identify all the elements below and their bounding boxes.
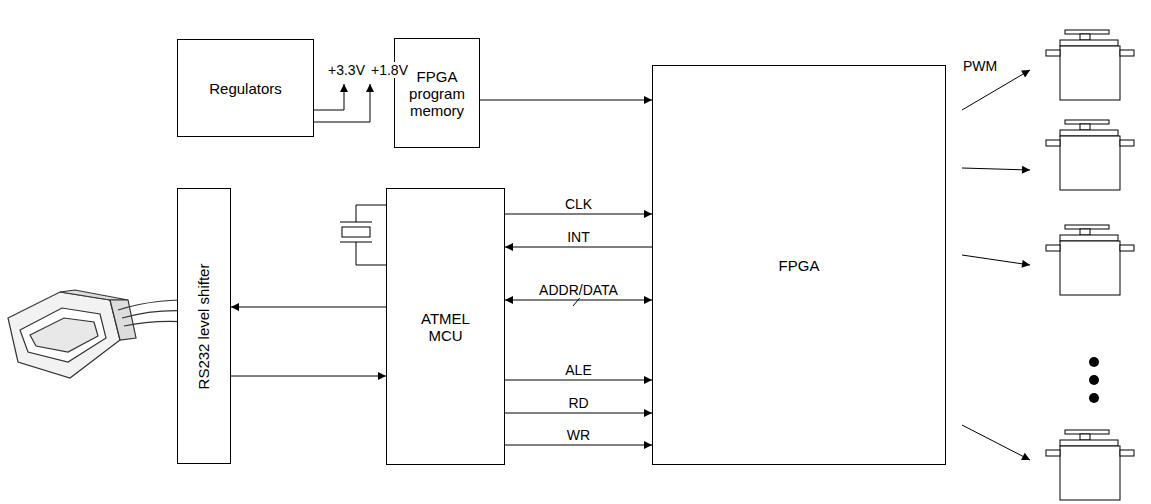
servo-motor <box>1046 120 1134 190</box>
level-shifter-box: RS232 level shifter <box>177 188 231 464</box>
node-label: FPGA program memory <box>402 68 472 119</box>
voltage-label: +3.3V <box>327 62 366 78</box>
signal-label: ALE <box>564 362 592 378</box>
connector <box>480 100 652 101</box>
bus-signal <box>505 380 652 381</box>
db9-connector <box>8 290 190 378</box>
supply-lead <box>314 84 344 110</box>
node-label: Regulators <box>209 80 282 97</box>
bus-signal <box>505 214 652 215</box>
signal-label: RD <box>567 395 589 411</box>
regulator-box: Regulators <box>177 39 314 137</box>
signal-label: PWM <box>962 58 998 74</box>
fpga-box: FPGA <box>652 65 946 465</box>
bus-signal <box>505 445 652 446</box>
pwm-arrow <box>962 70 1030 460</box>
bus-signal <box>505 247 652 248</box>
node-label: FPGA <box>779 257 820 274</box>
node-label: RS232 level shifter <box>196 263 213 389</box>
node-label: ATMEL MCU <box>416 310 476 344</box>
ellipsis-dots <box>1089 357 1099 403</box>
supply-lead <box>314 84 370 122</box>
signal-label: INT <box>566 229 591 245</box>
connector <box>231 307 386 308</box>
connector <box>231 376 386 377</box>
signal-label: ADDR/DATA <box>538 282 619 298</box>
servo-motor <box>1046 30 1134 100</box>
voltage-label: +1.8V <box>370 62 409 78</box>
mcu-box: ATMEL MCU <box>386 188 505 465</box>
signal-label: WR <box>566 427 591 443</box>
memory-box: FPGA program memory <box>394 38 480 148</box>
servo-motor <box>1046 225 1134 295</box>
bus-signal <box>505 300 652 301</box>
servo-motor <box>1046 430 1134 500</box>
signal-label: CLK <box>564 196 593 212</box>
bus-signal <box>505 413 652 414</box>
crystal-symbol <box>340 205 386 265</box>
